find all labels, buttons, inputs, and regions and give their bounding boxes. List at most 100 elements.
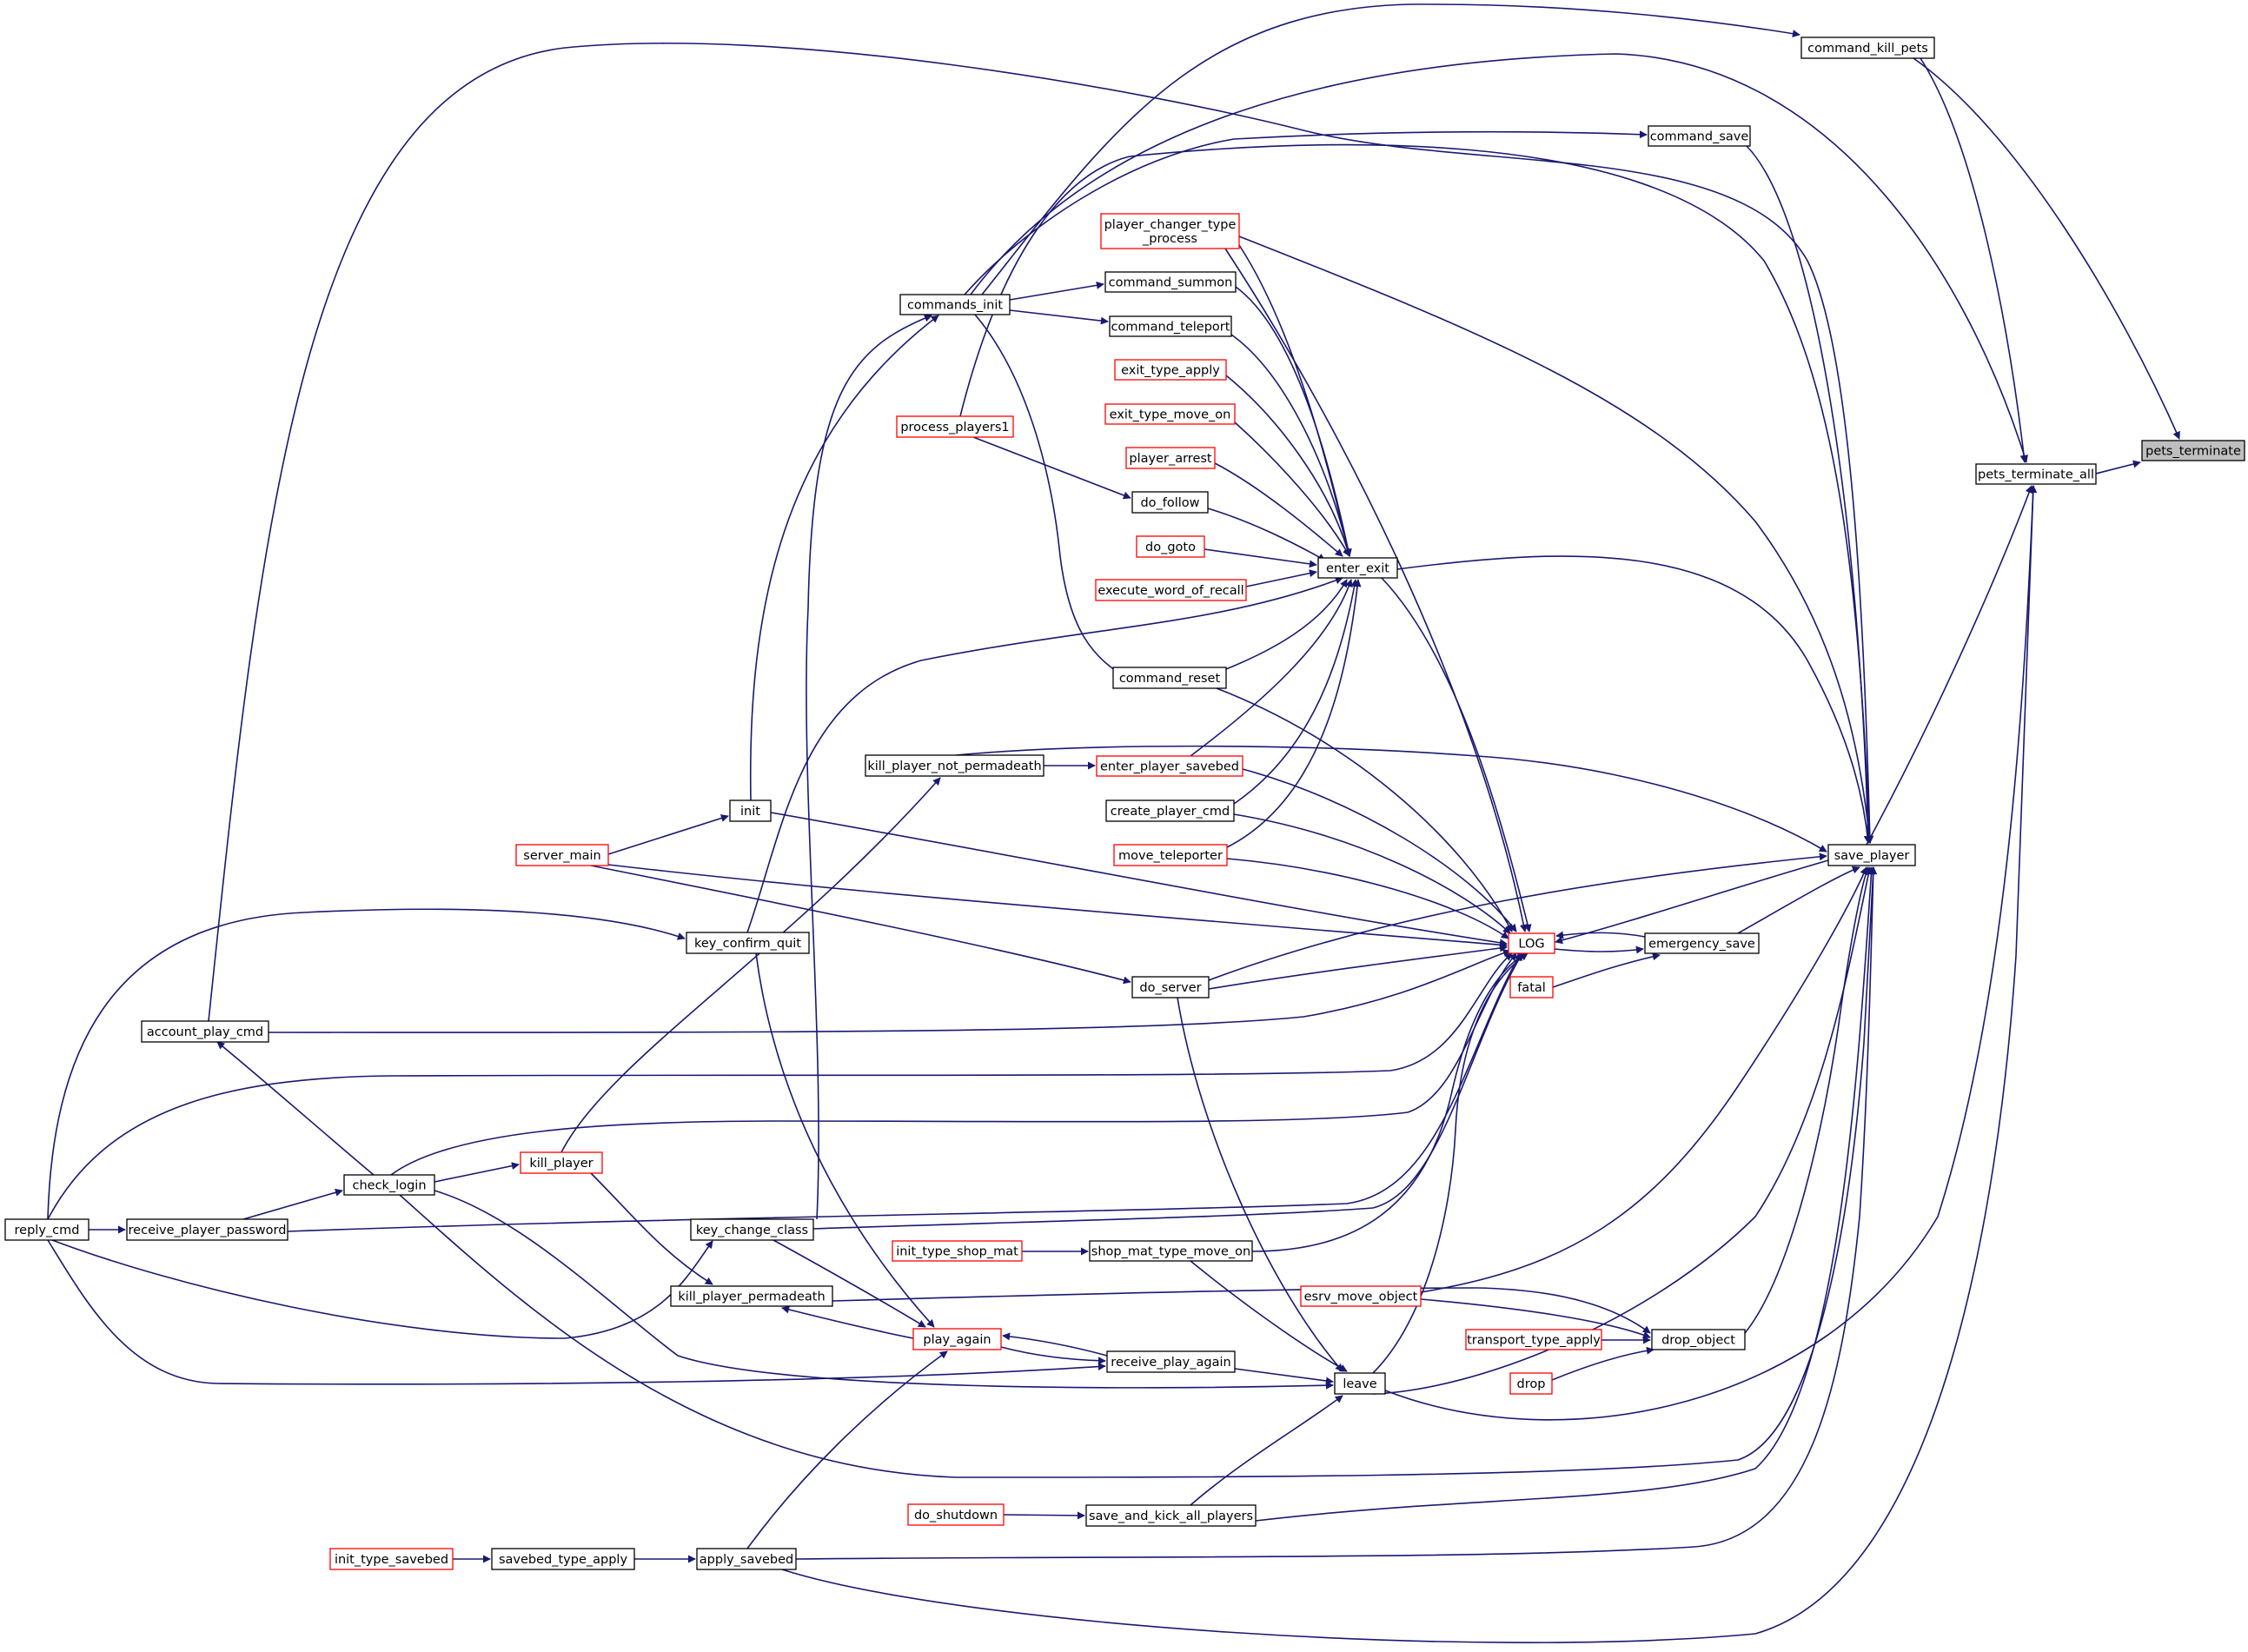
node-box bbox=[1334, 1372, 1386, 1395]
node-command-save[interactable]: command_save bbox=[1648, 125, 1751, 147]
node-label: key_confirm_quit bbox=[694, 937, 801, 951]
node-label: kill_player bbox=[529, 1157, 593, 1171]
edge-kill_player-to-kill_player_not_permadeath bbox=[560, 777, 941, 1153]
node-box bbox=[686, 932, 810, 954]
node-box bbox=[491, 1548, 635, 1570]
edge-enter_player_savebed-to-enter_exit bbox=[1190, 579, 1353, 757]
node-box bbox=[670, 1285, 833, 1307]
node-enter-exit[interactable]: enter_exit bbox=[1317, 557, 1398, 579]
edge-command_kill_pets-to-pets_terminate bbox=[1913, 57, 2180, 440]
node-label: apply_savebed bbox=[700, 1553, 793, 1567]
node-transport-type-apply[interactable]: transport_type_apply bbox=[1465, 1329, 1602, 1350]
node-receive-player-password[interactable]: receive_player_password bbox=[126, 1218, 288, 1241]
node-label: check_login bbox=[352, 1179, 426, 1193]
node-key-confirm-quit[interactable]: key_confirm_quit bbox=[686, 932, 810, 954]
edge-enter_player_savebed-to-LOG bbox=[1242, 768, 1517, 932]
edge-save_player-to-pets_terminate_all bbox=[1866, 485, 2033, 846]
node-box bbox=[907, 1503, 1005, 1526]
node-leave[interactable]: leave bbox=[1334, 1372, 1386, 1395]
node-process-players1[interactable]: process_players1 bbox=[896, 415, 1014, 438]
node-command-summon[interactable]: command_summon bbox=[1104, 271, 1237, 293]
node-command-teleport[interactable]: command_teleport bbox=[1109, 315, 1232, 337]
node-do-follow[interactable]: do_follow bbox=[1131, 491, 1209, 514]
node-play-again[interactable]: play_again bbox=[912, 1328, 1002, 1350]
node-init-type-shop-mat[interactable]: init_type_shop_mat bbox=[892, 1240, 1023, 1262]
node-drop[interactable]: drop bbox=[1509, 1372, 1553, 1395]
node-pets-terminate[interactable]: pets_terminate bbox=[2141, 440, 2245, 461]
node-label: command_teleport bbox=[1111, 321, 1230, 335]
node-exit-type-apply[interactable]: exit_type_apply bbox=[1114, 359, 1227, 381]
node-LOG[interactable]: LOG bbox=[1508, 932, 1555, 954]
node-box bbox=[1975, 463, 2097, 485]
node-execute-word-of-recall[interactable]: execute_word_of_recall bbox=[1095, 579, 1247, 601]
node-box bbox=[1317, 557, 1398, 579]
node-label: save_and_kick_all_players bbox=[1089, 1509, 1253, 1523]
node-label: player_changer_type bbox=[1104, 218, 1237, 232]
node-create-player-cmd[interactable]: create_player_cmd bbox=[1105, 799, 1235, 822]
node-box bbox=[1114, 359, 1227, 381]
node-box bbox=[1109, 315, 1232, 337]
node-do-goto[interactable]: do_goto bbox=[1136, 535, 1205, 558]
edge-commands_init-to-command_teleport bbox=[1009, 309, 1109, 325]
node-player-arrest[interactable]: player_arrest bbox=[1125, 447, 1216, 469]
node-label: play_again bbox=[923, 1333, 991, 1347]
node-init[interactable]: init bbox=[729, 799, 772, 822]
node-kill-player-permadeath[interactable]: kill_player_permadeath bbox=[670, 1285, 833, 1307]
node-shop-mat-type-move-on[interactable]: shop_mat_type_move_on bbox=[1089, 1240, 1253, 1262]
node-kill-player[interactable]: kill_player bbox=[520, 1151, 603, 1174]
edge-commands_init-to-command_reset bbox=[974, 314, 1135, 682]
node-box bbox=[892, 1240, 1023, 1262]
node-save-player[interactable]: save_player bbox=[1827, 844, 1916, 866]
edge-key_change_class-to-LOG bbox=[812, 952, 1523, 1230]
edge-key_confirm_quit-to-enter_exit bbox=[746, 576, 1343, 933]
edge-play_again-to-receive_play_again bbox=[1000, 1346, 1106, 1365]
node-account-play-cmd[interactable]: account_play_cmd bbox=[141, 1020, 269, 1043]
node-receive-play-again[interactable]: receive_play_again bbox=[1106, 1350, 1236, 1373]
node-label: init_type_savebed bbox=[335, 1553, 448, 1567]
node-exit-type-move-on[interactable]: exit_type_move_on bbox=[1104, 403, 1236, 425]
node-key-change-class[interactable]: key_change_class bbox=[690, 1218, 814, 1241]
node-commands-init[interactable]: commands_init bbox=[899, 294, 1011, 315]
edge-player_changer_type_process-to-LOG bbox=[1224, 248, 1528, 932]
node-command-reset[interactable]: command_reset bbox=[1112, 667, 1227, 689]
node-player-changer-type-process[interactable]: player_changer_type_process bbox=[1100, 213, 1240, 249]
node-box bbox=[515, 844, 609, 866]
node-label: init_type_shop_mat bbox=[896, 1245, 1018, 1259]
node-label: key_change_class bbox=[696, 1224, 808, 1237]
edge-apply_savebed-to-save_player bbox=[795, 866, 1878, 1560]
edge-drop_object-to-save_player bbox=[1744, 866, 1870, 1334]
node-esrv-move-object[interactable]: esrv_move_object bbox=[1300, 1285, 1422, 1307]
node-reply-cmd[interactable]: reply_cmd bbox=[4, 1218, 90, 1241]
node-pets-terminate-all[interactable]: pets_terminate_all bbox=[1975, 463, 2097, 485]
edge-commands_init-to-pets_terminate_all bbox=[970, 53, 2028, 463]
node-fatal[interactable]: fatal bbox=[1509, 976, 1554, 998]
node-emergency-save[interactable]: emergency_save bbox=[1644, 932, 1760, 954]
node-label: execute_word_of_recall bbox=[1097, 584, 1243, 598]
node-savebed-type-apply[interactable]: savebed_type_apply bbox=[491, 1548, 635, 1570]
node-box bbox=[1131, 491, 1209, 514]
node-do-server[interactable]: do_server bbox=[1131, 976, 1210, 998]
node-kill-player-not-permadeath[interactable]: kill_player_not_permadeath bbox=[865, 754, 1044, 777]
node-server-main[interactable]: server_main bbox=[515, 844, 609, 866]
node-drop-object[interactable]: drop_object bbox=[1651, 1329, 1746, 1350]
node-command-kill-pets[interactable]: command_kill_pets bbox=[1800, 36, 1935, 59]
node-save-and-kick-all-players[interactable]: save_and_kick_all_players bbox=[1085, 1504, 1257, 1527]
node-apply-savebed[interactable]: apply_savebed bbox=[696, 1548, 797, 1570]
edge-check_login-to-account_play_cmd bbox=[216, 1041, 375, 1176]
node-label: player_arrest bbox=[1129, 452, 1212, 466]
node-move-teleporter[interactable]: move_teleporter bbox=[1113, 844, 1228, 866]
node-label: pets_terminate bbox=[2145, 445, 2241, 459]
node-box bbox=[343, 1174, 435, 1196]
edge-do_shutdown-to-save_and_kick_all_players bbox=[1003, 1511, 1085, 1520]
node-label: command_kill_pets bbox=[1807, 42, 1928, 56]
node-box bbox=[1300, 1285, 1422, 1307]
edge-init-to-commands_init bbox=[749, 315, 939, 801]
node-check-login[interactable]: check_login bbox=[343, 1174, 435, 1196]
node-label: drop bbox=[1517, 1377, 1546, 1391]
node-box bbox=[4, 1218, 90, 1241]
node-enter-player-savebed[interactable]: enter_player_savebed bbox=[1096, 755, 1243, 777]
node-init-type-savebed[interactable]: init_type_savebed bbox=[329, 1548, 454, 1570]
edge-command_kill_pets-to-pets_terminate_all bbox=[1920, 57, 2028, 463]
node-do-shutdown[interactable]: do_shutdown bbox=[907, 1503, 1005, 1526]
